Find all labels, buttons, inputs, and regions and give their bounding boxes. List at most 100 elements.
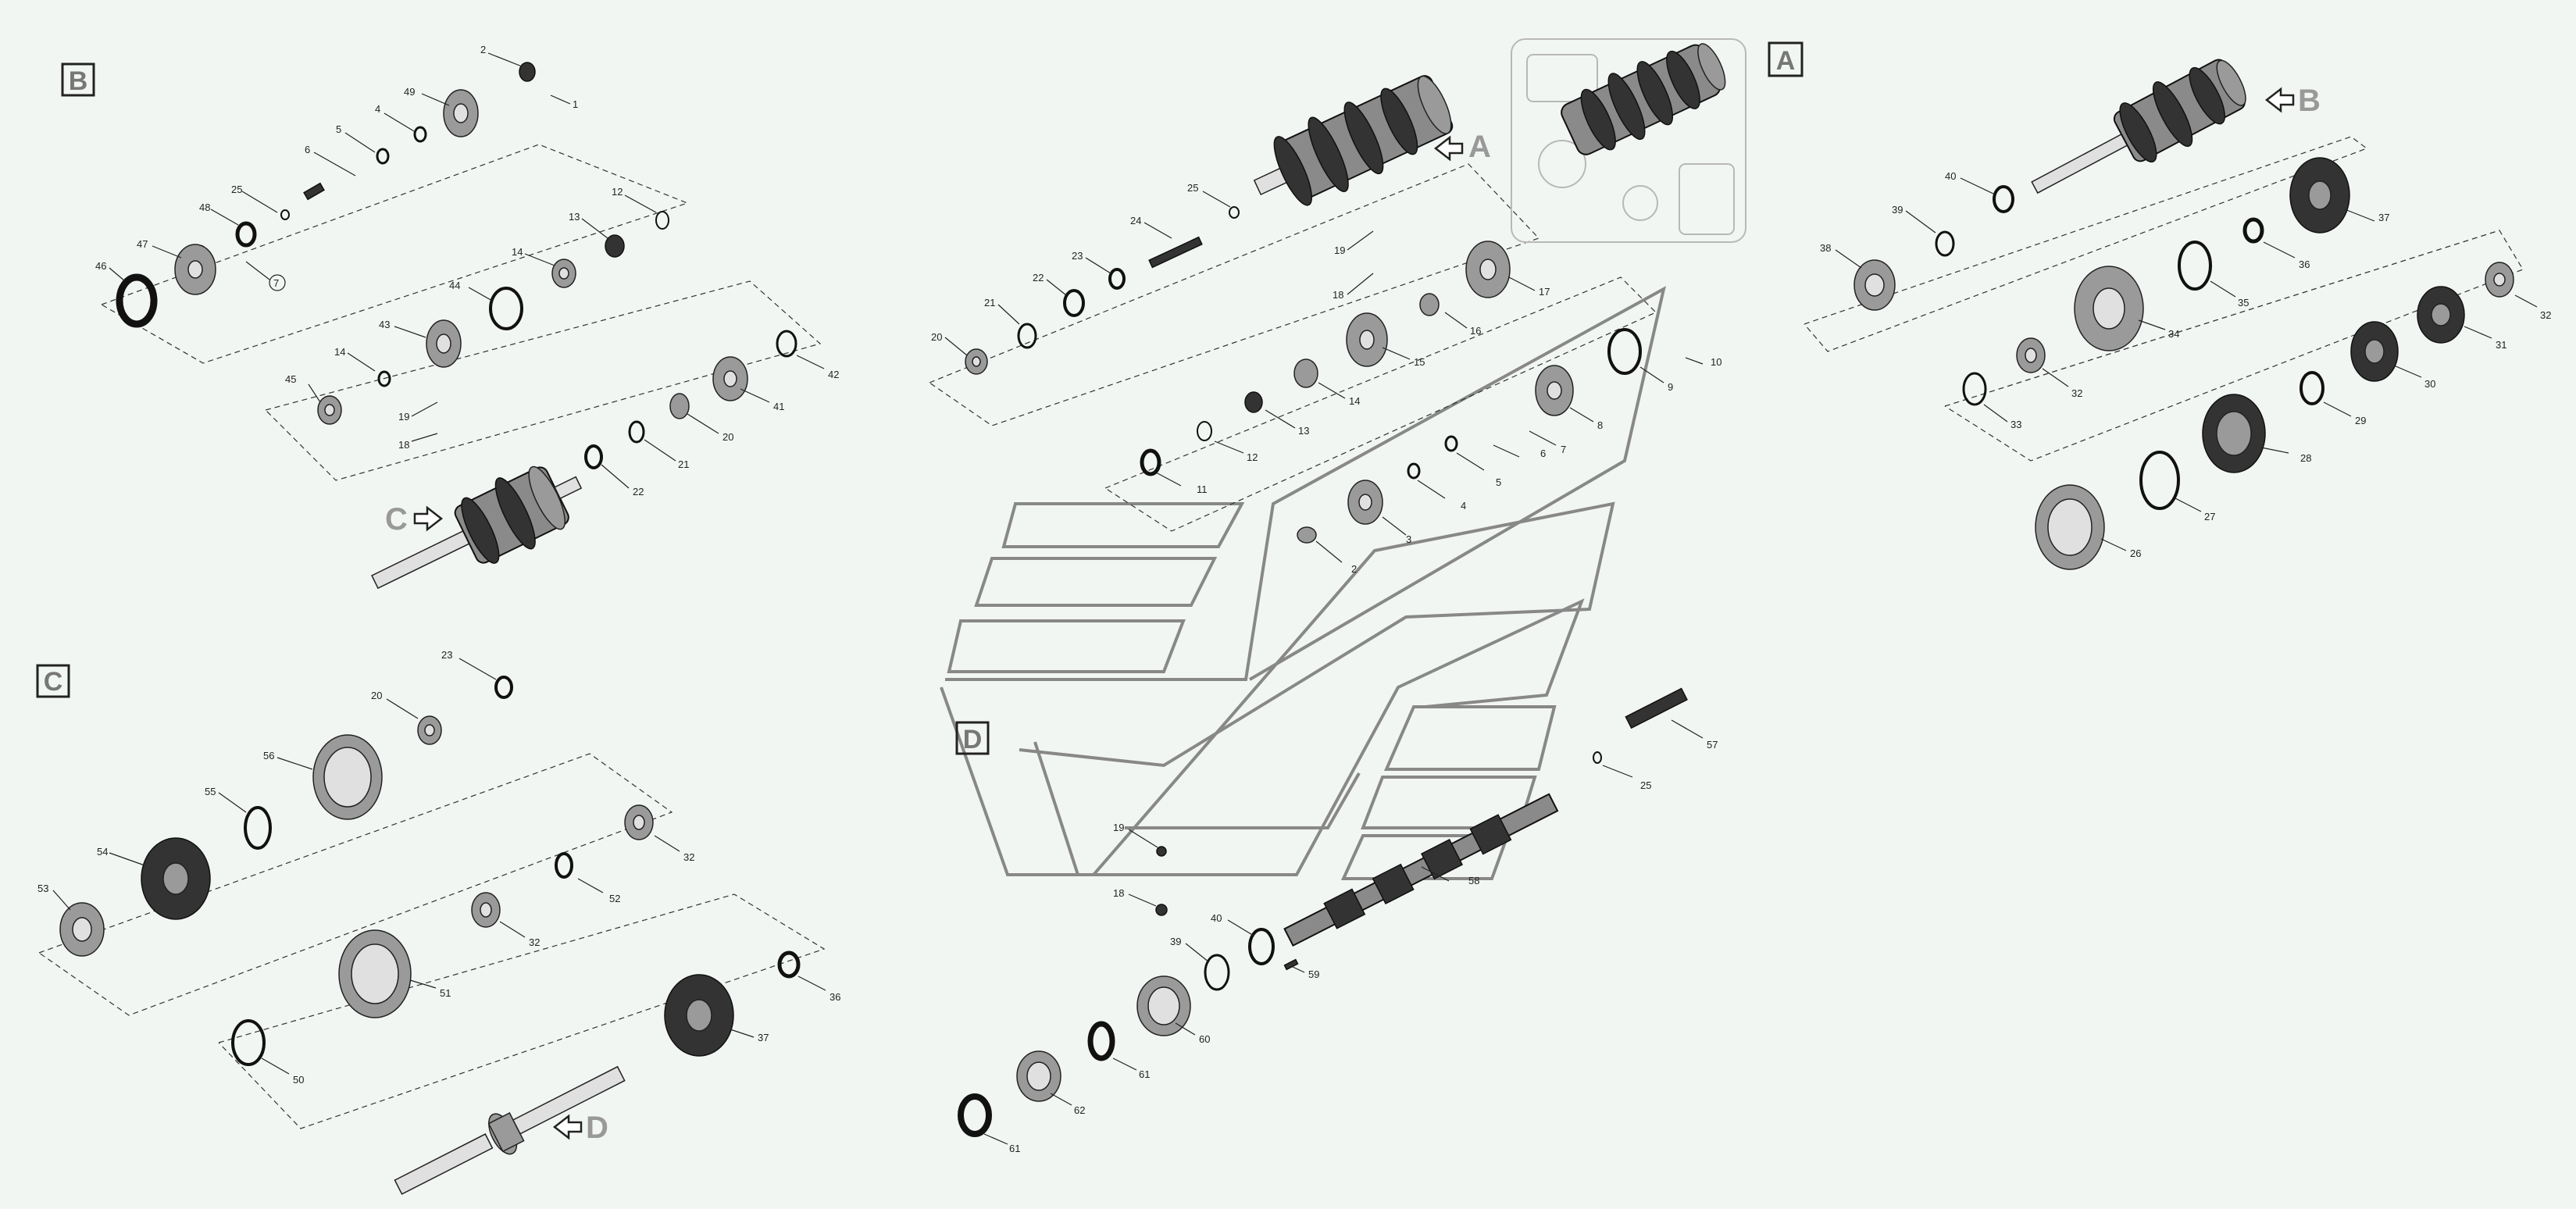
svg-text:31: 31 <box>2496 339 2506 351</box>
svg-text:19: 19 <box>398 411 409 423</box>
transmission-housing-sketch <box>1511 38 1746 243</box>
ref-arrow-B: B <box>2264 84 2321 118</box>
svg-text:37: 37 <box>2378 212 2389 223</box>
svg-text:50: 50 <box>293 1074 304 1086</box>
callouts-A-center: 25 24 23 22 21 20 19 18 17 16 15 14 13 1… <box>931 182 1721 575</box>
svg-text:39: 39 <box>1170 936 1181 947</box>
svg-text:17: 17 <box>1539 286 1550 298</box>
svg-text:21: 21 <box>984 297 995 308</box>
svg-text:22: 22 <box>1033 272 1044 284</box>
svg-text:12: 12 <box>1247 451 1258 463</box>
watermark-logo <box>940 286 1666 880</box>
view-label-A: A <box>1768 41 1804 77</box>
svg-text:32: 32 <box>529 936 540 948</box>
svg-text:11: 11 <box>1197 483 1208 495</box>
svg-text:36: 36 <box>830 991 840 1003</box>
svg-text:28: 28 <box>2300 452 2311 464</box>
svg-text:B: B <box>69 66 88 96</box>
svg-text:40: 40 <box>1945 170 1956 182</box>
svg-text:25: 25 <box>1640 779 1651 791</box>
svg-text:37: 37 <box>758 1032 769 1043</box>
svg-text:1: 1 <box>573 98 578 110</box>
svg-text:27: 27 <box>2204 511 2215 522</box>
svg-text:57: 57 <box>1707 739 1718 751</box>
svg-text:18: 18 <box>1333 289 1343 301</box>
view-label-C: C <box>36 664 70 698</box>
callouts-A-right: 40 39 38 37 36 35 34 32 33 32 31 30 29 2… <box>1820 170 2551 559</box>
svg-text:23: 23 <box>441 649 452 661</box>
svg-text:43: 43 <box>379 319 390 330</box>
svg-text:47: 47 <box>137 238 148 250</box>
svg-text:46: 46 <box>95 260 106 272</box>
svg-text:4: 4 <box>1461 500 1466 512</box>
svg-text:36: 36 <box>2299 259 2310 270</box>
svg-text:6: 6 <box>1540 448 1546 459</box>
svg-text:20: 20 <box>931 331 942 343</box>
svg-text:10: 10 <box>1711 356 1721 368</box>
svg-text:26: 26 <box>2130 547 2141 559</box>
svg-text:21: 21 <box>678 458 689 470</box>
svg-text:13: 13 <box>569 211 580 223</box>
svg-text:49: 49 <box>404 86 415 98</box>
svg-text:61: 61 <box>1009 1143 1020 1154</box>
parts <box>59 62 2514 1137</box>
svg-text:42: 42 <box>828 369 839 380</box>
svg-text:54: 54 <box>97 846 108 858</box>
svg-text:19: 19 <box>1113 822 1124 833</box>
svg-text:33: 33 <box>2010 419 2021 430</box>
svg-text:29: 29 <box>2355 415 2366 426</box>
svg-text:12: 12 <box>612 186 623 198</box>
svg-text:61: 61 <box>1139 1068 1150 1080</box>
svg-text:5: 5 <box>336 123 341 135</box>
svg-text:56: 56 <box>263 750 274 761</box>
svg-text:C: C <box>385 502 408 537</box>
group-boxes <box>38 136 2524 1129</box>
svg-text:2: 2 <box>480 44 486 55</box>
svg-text:44: 44 <box>449 280 460 291</box>
svg-text:34: 34 <box>2168 328 2179 340</box>
svg-text:5: 5 <box>1496 476 1501 488</box>
svg-text:18: 18 <box>1113 887 1124 899</box>
ref-arrow-D: D <box>552 1111 608 1145</box>
svg-text:35: 35 <box>2238 297 2249 308</box>
svg-text:52: 52 <box>609 893 620 904</box>
svg-text:25: 25 <box>231 184 242 195</box>
svg-text:3: 3 <box>1406 533 1411 545</box>
svg-text:41: 41 <box>773 401 784 412</box>
svg-text:15: 15 <box>1414 356 1425 368</box>
svg-text:39: 39 <box>1892 204 1903 216</box>
shaft-assembly-D: D <box>394 1065 626 1195</box>
shaft-assembly-C: C <box>371 465 583 590</box>
shaft-assembly-B: B <box>2031 59 2321 194</box>
callouts-C: 23 20 56 55 54 53 32 52 32 51 50 36 37 <box>37 649 840 1086</box>
svg-text:A: A <box>1776 46 1796 76</box>
svg-text:22: 22 <box>633 486 644 498</box>
svg-text:A: A <box>1468 130 1491 164</box>
ref-arrow-C: C <box>385 502 444 537</box>
svg-text:62: 62 <box>1074 1104 1085 1116</box>
svg-text:C: C <box>44 667 63 697</box>
svg-text:4: 4 <box>375 103 380 115</box>
svg-text:20: 20 <box>371 690 382 701</box>
svg-text:58: 58 <box>1468 875 1479 886</box>
svg-text:7: 7 <box>273 277 279 289</box>
splined-shaft-58 <box>1283 687 1688 947</box>
svg-text:20: 20 <box>722 431 733 443</box>
svg-text:24: 24 <box>1130 215 1141 226</box>
shaft-assembly-A: A <box>1253 75 1491 206</box>
svg-text:14: 14 <box>512 246 523 258</box>
svg-text:18: 18 <box>398 439 409 451</box>
svg-text:B: B <box>2298 84 2321 118</box>
svg-text:7: 7 <box>1561 444 1566 455</box>
svg-text:9: 9 <box>1668 381 1673 393</box>
callouts-B: 2 1 49 4 5 6 25 48 47 46 7 12 13 14 45 4… <box>95 44 839 498</box>
svg-text:45: 45 <box>285 373 296 385</box>
svg-text:48: 48 <box>199 202 210 213</box>
svg-text:19: 19 <box>1334 244 1345 256</box>
svg-text:13: 13 <box>1298 425 1309 437</box>
svg-text:6: 6 <box>305 144 310 155</box>
svg-text:53: 53 <box>37 883 48 894</box>
svg-text:23: 23 <box>1072 250 1083 262</box>
svg-text:D: D <box>963 725 983 754</box>
